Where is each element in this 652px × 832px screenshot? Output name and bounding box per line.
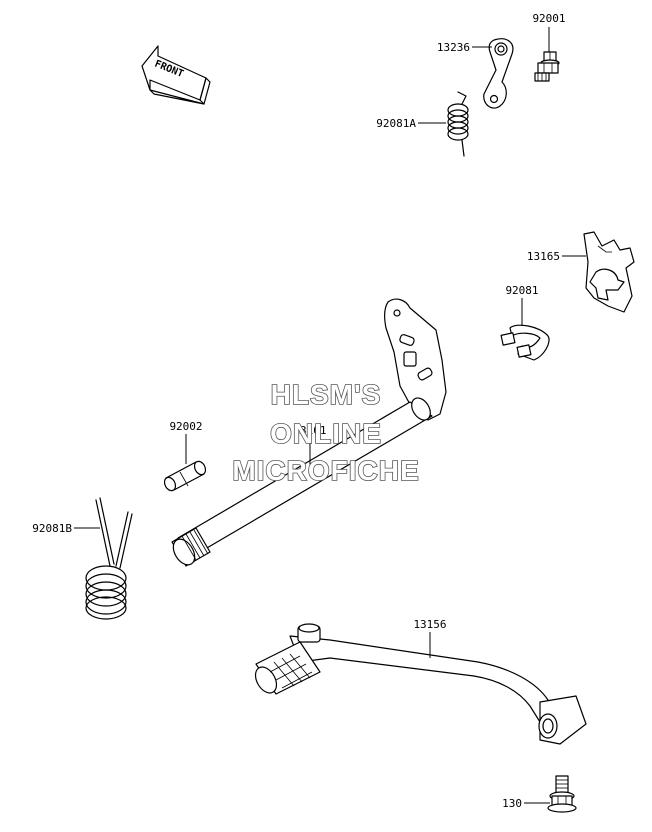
- part-label-92001: 92001: [532, 12, 565, 25]
- part-13165-drawing: [583, 231, 635, 313]
- part-13156-drawing: [254, 623, 587, 745]
- watermark-line-1: HLSM'S: [271, 379, 382, 410]
- part-92081b-drawing: [85, 497, 133, 620]
- part-92081a-drawing: [447, 91, 469, 157]
- part-label-13236: 13236: [437, 41, 470, 54]
- part-label-13165: 13165: [527, 250, 560, 263]
- part-92081-drawing: [500, 324, 550, 361]
- watermark-line-3: MICROFICHE: [232, 455, 419, 486]
- part-92001-drawing: [534, 51, 560, 82]
- part-13236-drawing: [483, 38, 514, 109]
- part-label-130: 130: [502, 797, 522, 810]
- part-label-92081: 92081: [505, 284, 538, 297]
- front-arrow: FRONT: [141, 45, 211, 105]
- part-92002-drawing: [163, 460, 207, 492]
- part-130-drawing: [547, 775, 577, 813]
- part-labels: 13236 92001 92081A 13165 92081 92002 131…: [32, 12, 565, 810]
- part-label-92081b: 92081B: [32, 522, 72, 535]
- leader-lines: [74, 27, 586, 804]
- watermark: HLSM'S ONLINE MICROFICHE: [232, 378, 420, 487]
- part-label-13156: 13156: [413, 618, 446, 631]
- part-label-92002: 92002: [169, 420, 202, 433]
- part-label-92081a: 92081A: [376, 117, 416, 130]
- part-label-13161: 13161: [293, 424, 326, 437]
- part-13161-drawing: [171, 298, 447, 567]
- watermark-line-2: ONLINE: [270, 418, 382, 449]
